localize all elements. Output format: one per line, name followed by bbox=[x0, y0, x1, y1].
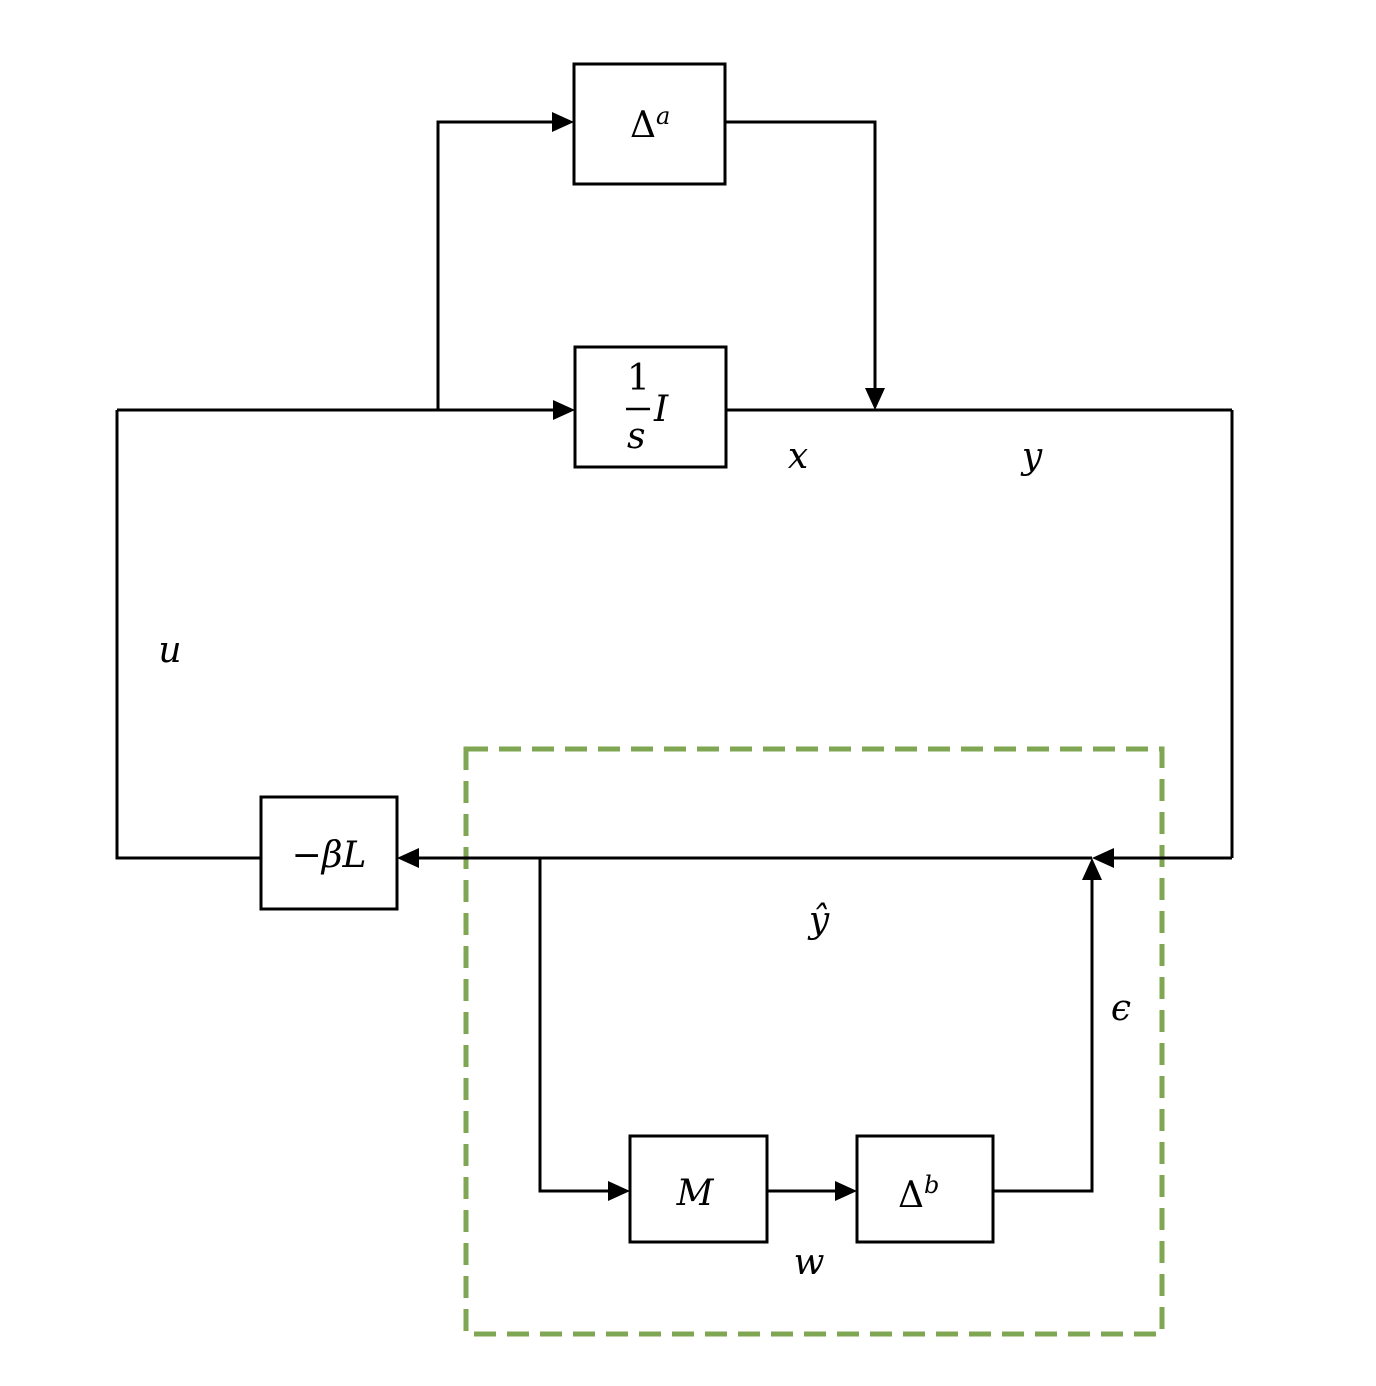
wire-delta-b-to-sum bbox=[993, 872, 1094, 1193]
wire-gain-to-u bbox=[115, 410, 261, 860]
wire-delta-a-to-sum bbox=[725, 120, 877, 396]
arrowhead-into-gain bbox=[397, 848, 419, 868]
m-block-label: M bbox=[676, 1173, 715, 1214]
arrowhead-into-sum-top bbox=[865, 388, 885, 410]
integrator-identity: I bbox=[653, 389, 669, 430]
signal-yhat-label: ŷ bbox=[807, 900, 830, 941]
integrator-denominator: s bbox=[627, 416, 645, 457]
signal-w-label: w bbox=[794, 1242, 825, 1283]
delta-a-block: Δ a bbox=[572, 62, 727, 186]
signal-u-label: u bbox=[158, 630, 181, 671]
delta-b-block: Δ b bbox=[855, 1134, 995, 1244]
signal-epsilon-label: ϵ bbox=[1111, 988, 1131, 1029]
wire-branch-to-delta-a bbox=[436, 120, 560, 410]
arrowhead-into-bottom-sum-up bbox=[1082, 858, 1102, 880]
signal-x-label: x bbox=[788, 436, 808, 477]
integrator-block: 1 s I bbox=[573, 345, 728, 469]
feedback-gain-label: −βL bbox=[292, 835, 367, 876]
delta-b-sup: b bbox=[924, 1171, 939, 1199]
arrowhead-into-integrator bbox=[553, 400, 575, 420]
m-block: M bbox=[628, 1134, 769, 1244]
dashed-region bbox=[463, 746, 1165, 1337]
integrator-numerator: 1 bbox=[627, 358, 650, 399]
delta-a-base: Δ bbox=[630, 105, 656, 146]
delta-a-sup: a bbox=[656, 102, 670, 130]
wire-branch-to-m bbox=[538, 858, 616, 1193]
delta-b-base: Δ bbox=[898, 1175, 924, 1216]
arrowhead-into-delta-b bbox=[835, 1181, 857, 1201]
arrowhead-into-m bbox=[608, 1181, 630, 1201]
signal-y-label: y bbox=[1020, 436, 1043, 477]
feedback-gain-block: −βL bbox=[259, 795, 399, 911]
arrowhead-into-delta-a bbox=[552, 112, 574, 132]
arrowhead-into-bottom-sum-right bbox=[1092, 848, 1114, 868]
